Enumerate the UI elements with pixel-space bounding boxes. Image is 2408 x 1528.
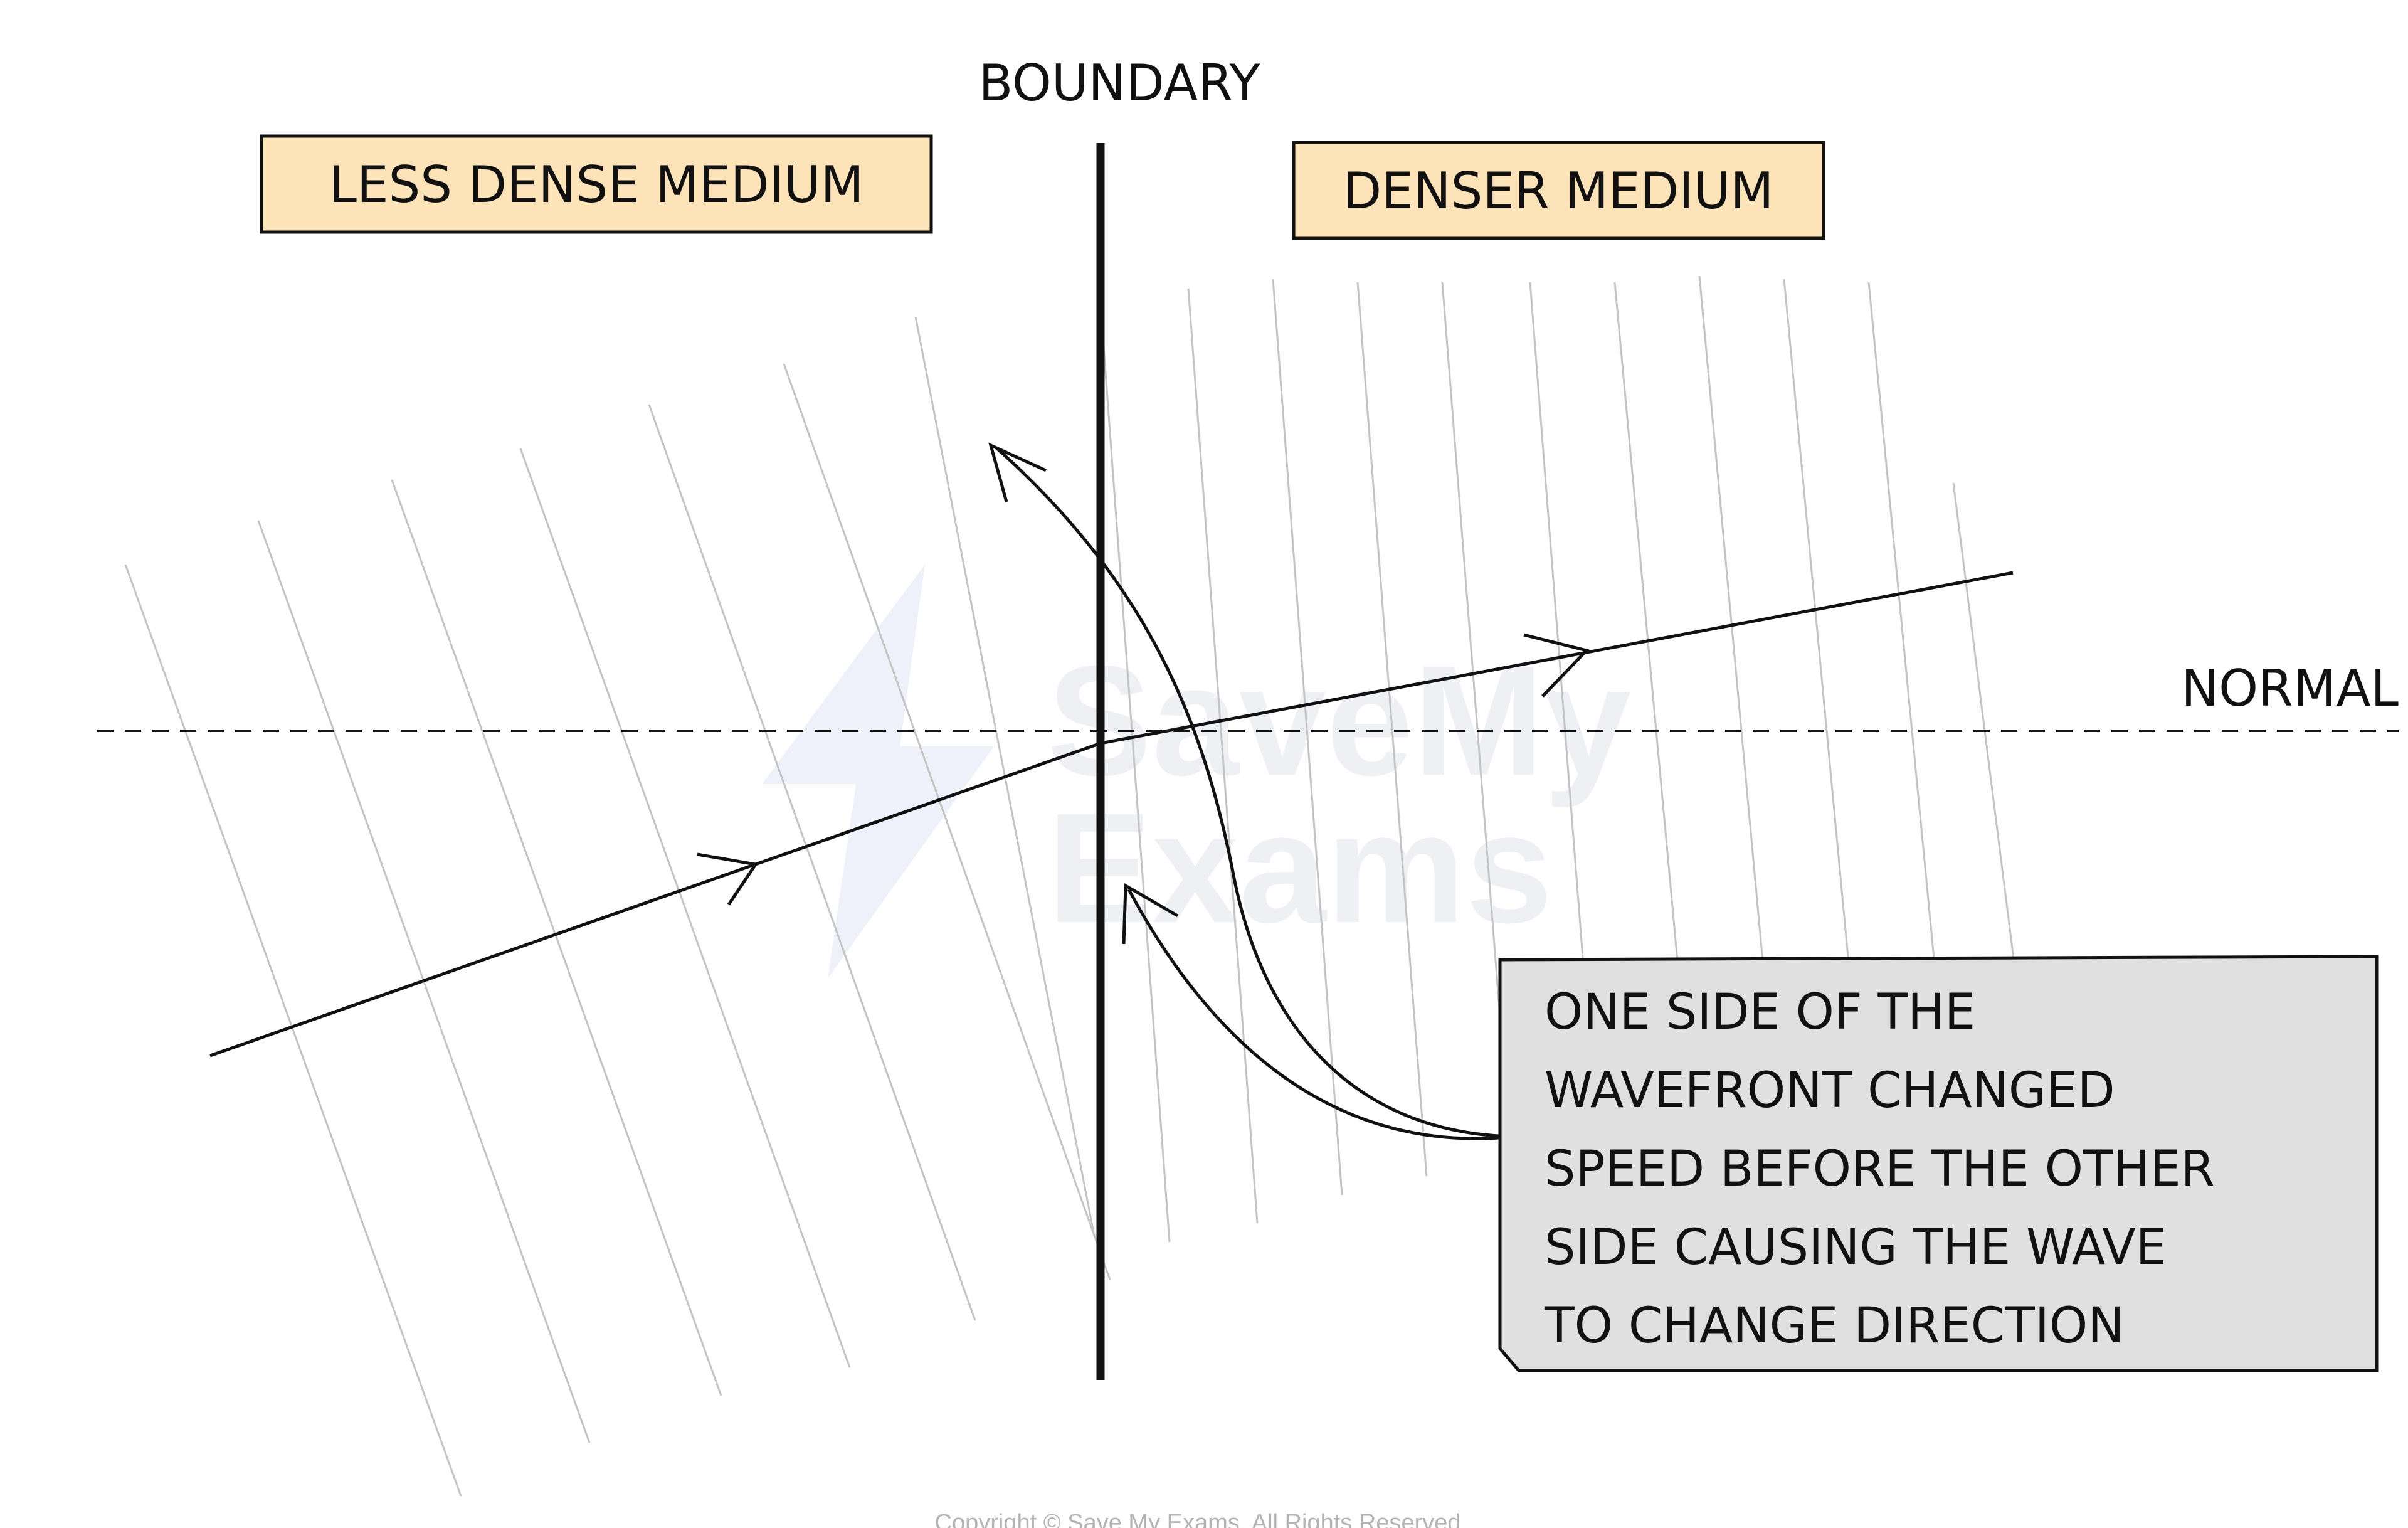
wavefronts-less-dense xyxy=(124,316,1111,1497)
wavefront-line xyxy=(1698,275,1770,1023)
refracted-ray xyxy=(1100,571,2014,745)
less-dense-label-text: LESS DENSE MEDIUM xyxy=(329,156,863,214)
watermark-logo xyxy=(762,565,994,979)
wavefront-line xyxy=(1867,282,1939,998)
wavefront-line xyxy=(1099,304,1171,1243)
watermark: SaveMy Exams xyxy=(762,565,1631,979)
wavefront-line xyxy=(1187,288,1259,1224)
denser-label-text: DENSER MEDIUM xyxy=(1343,162,1774,220)
denser-label-box xyxy=(1292,141,1825,240)
denser-label: DENSER MEDIUM xyxy=(1292,141,1825,240)
copyright-text: Copyright © Save My Exams. All Rights Re… xyxy=(935,1510,1461,1528)
callout-arrowhead-lower xyxy=(1122,883,1179,945)
wavefront-line xyxy=(519,448,851,1368)
note-line: WAVEFRONT CHANGED xyxy=(1545,1063,2115,1119)
wavefront-line xyxy=(124,564,462,1497)
callout-curve-upper xyxy=(996,447,1515,1138)
wavefront-line xyxy=(1613,282,1685,1029)
note-line: ONE SIDE OF THE xyxy=(1545,984,1975,1041)
incident-ray xyxy=(209,741,1101,1058)
note-line: SPEED BEFORE THE OTHER xyxy=(1545,1141,2215,1197)
refracted-arrowhead xyxy=(1523,633,1590,698)
callout-arrowhead-upper xyxy=(988,442,1047,502)
less-dense-label: LESS DENSE MEDIUM xyxy=(260,134,933,234)
less-dense-label-box xyxy=(260,134,933,234)
watermark-line-2: Exams xyxy=(1047,780,1553,955)
note-line: TO CHANGE DIRECTION xyxy=(1544,1298,2125,1354)
note-line: SIDE CAUSING THE WAVE xyxy=(1545,1219,2167,1276)
wavefront-line xyxy=(1272,279,1343,1196)
note-box-shape xyxy=(1498,955,2379,1372)
wavefront-line xyxy=(1783,279,1854,1011)
light-ray xyxy=(209,571,2014,1058)
incident-arrowhead xyxy=(697,852,759,906)
normal-label: NORMAL xyxy=(2181,659,2399,718)
note-box: ONE SIDE OF THE WAVEFRONT CHANGED SPEED … xyxy=(1498,955,2379,1372)
wavefront-line xyxy=(1356,282,1428,1177)
wavefront-line xyxy=(648,404,976,1321)
wavefronts-denser xyxy=(1099,275,2017,1243)
wavefront-line xyxy=(391,479,722,1396)
wavefront-line xyxy=(783,363,1111,1280)
callout-curve-lower xyxy=(1127,888,1515,1140)
boundary-label: BOUNDARY xyxy=(978,54,1260,112)
